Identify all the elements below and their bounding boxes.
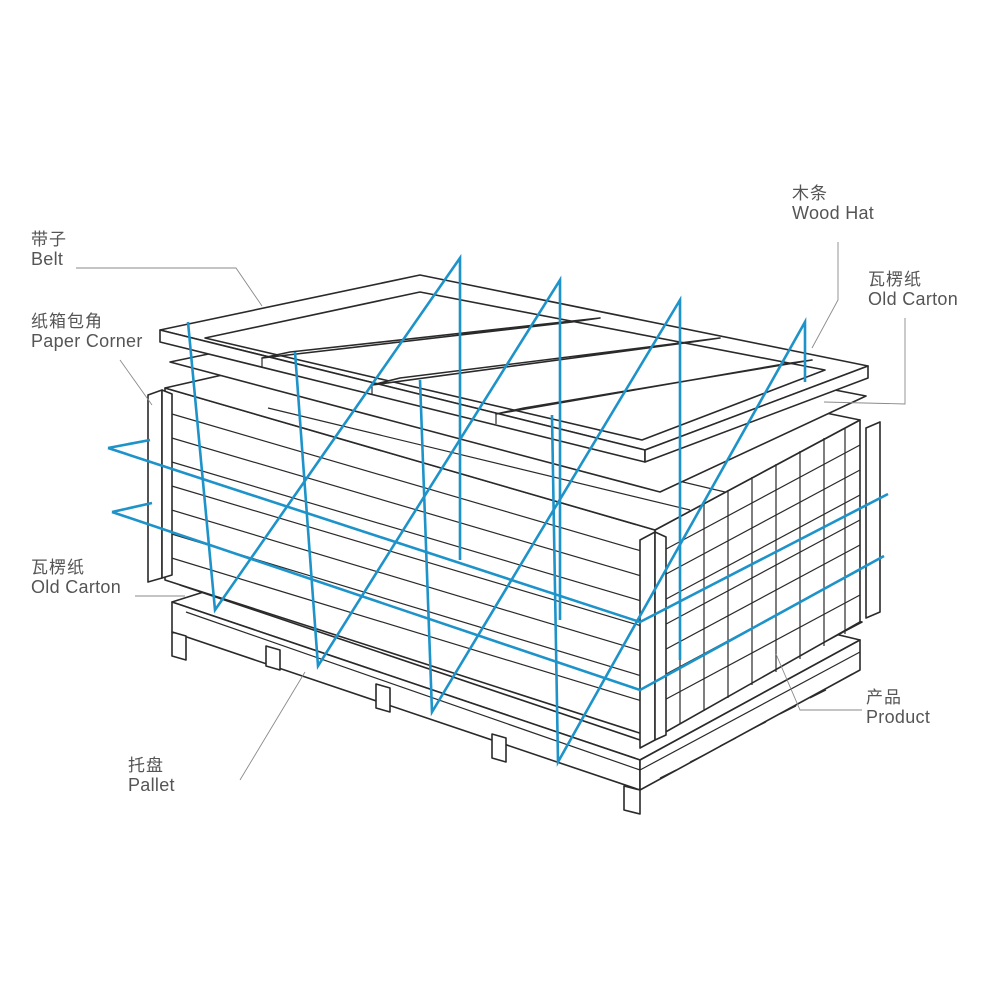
belt-horizontal-2: [111, 510, 885, 692]
label-product-en: Product: [866, 706, 931, 727]
label-old-carton-left-zh: 瓦楞纸: [31, 558, 85, 578]
label-product-zh: 产品: [866, 688, 902, 708]
label-pallet-zh: 托盘: [128, 756, 164, 776]
label-belt: 带子 Belt: [31, 230, 67, 269]
belt-vertical-1: [186, 253, 462, 614]
label-belt-en: Belt: [31, 248, 64, 269]
wood-hat-frame: [159, 274, 869, 463]
belt-vertical-3: [418, 295, 682, 717]
label-product: 产品 Product: [866, 688, 931, 727]
label-paper-corner-en: Paper Corner: [31, 330, 143, 351]
label-paper-corner: 纸箱包角 Paper Corner: [31, 312, 143, 351]
belt-vertical-4: [550, 317, 807, 767]
leader-lines: [76, 242, 906, 781]
belts: [107, 253, 889, 767]
label-old-carton-right-zh: 瓦楞纸: [868, 270, 922, 290]
label-old-carton-right: 瓦楞纸 Old Carton: [868, 270, 959, 309]
belt-horizontal-1: [107, 446, 889, 624]
label-paper-corner-zh: 纸箱包角: [31, 312, 103, 332]
label-belt-zh: 带子: [31, 230, 67, 250]
label-pallet-en: Pallet: [128, 774, 175, 795]
label-old-carton-right-en: Old Carton: [868, 288, 959, 309]
belt-vertical-2: [293, 275, 562, 671]
label-wood-hat-en: Wood Hat: [792, 202, 875, 223]
label-pallet: 托盘 Pallet: [128, 756, 175, 795]
label-old-carton-left: 瓦楞纸 Old Carton: [31, 558, 122, 597]
label-wood-hat: 木条 Wood Hat: [792, 184, 875, 223]
label-wood-hat-zh: 木条: [792, 184, 828, 204]
label-old-carton-left-en: Old Carton: [31, 576, 122, 597]
